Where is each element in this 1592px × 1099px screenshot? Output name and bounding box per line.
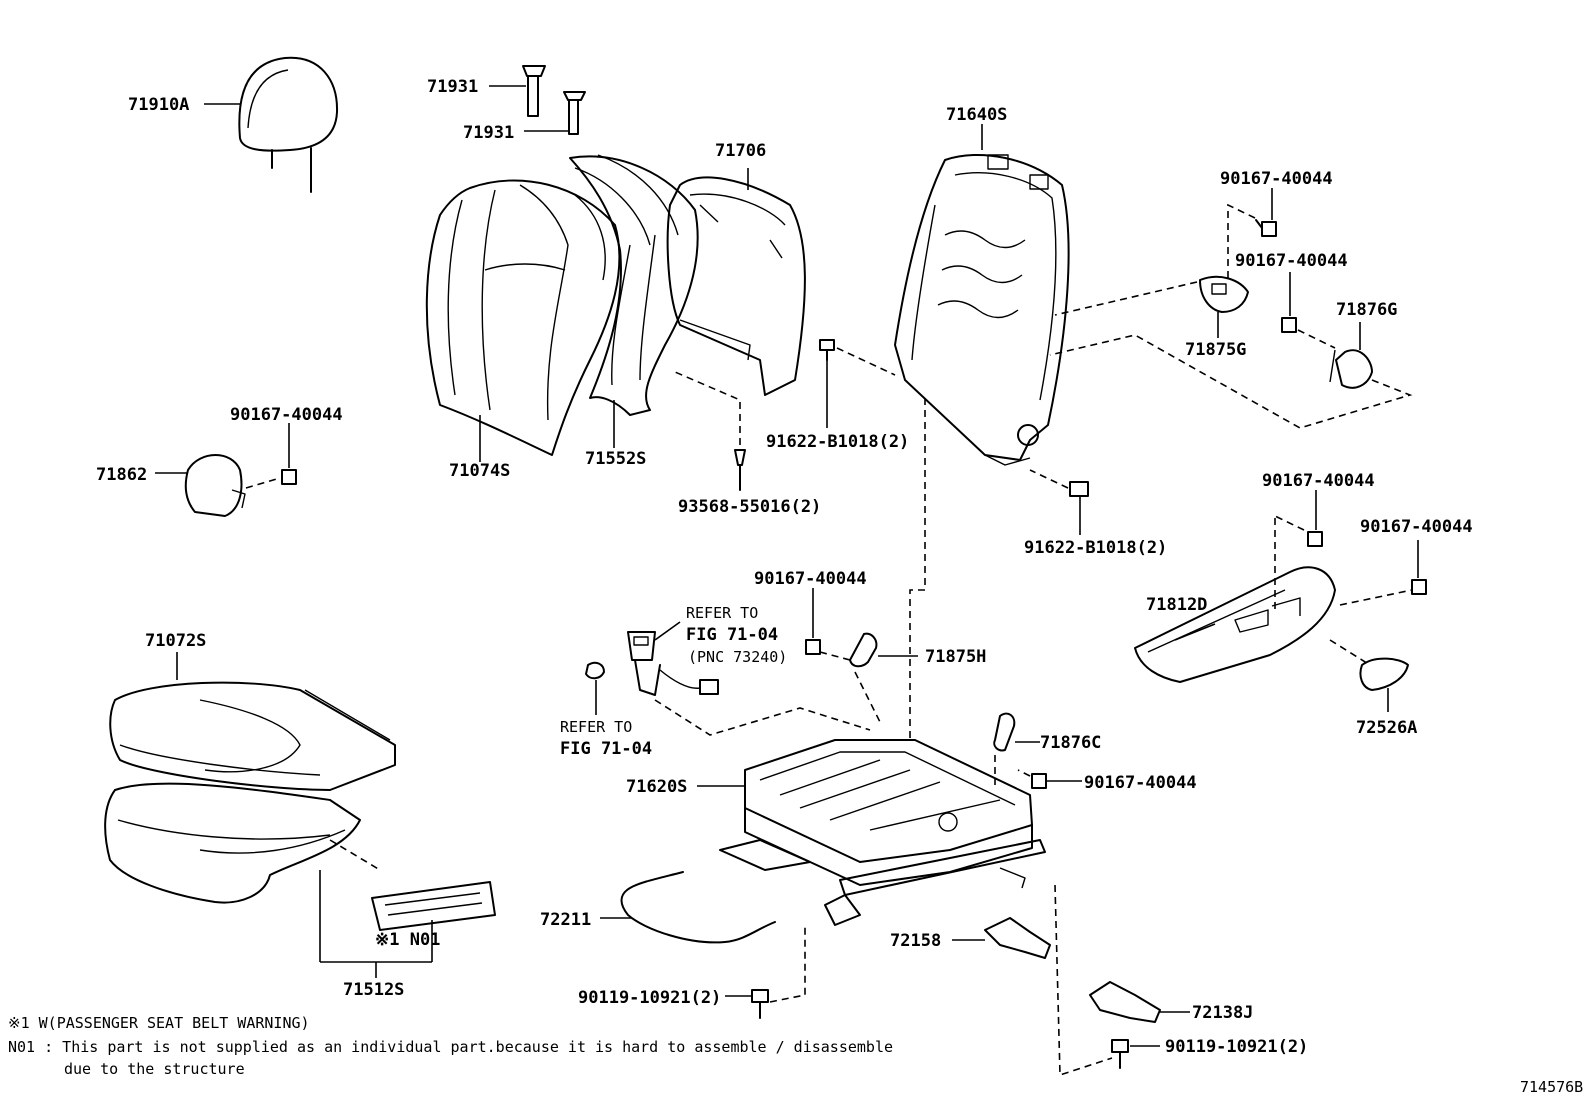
- label-71876C: 71876C: [1040, 733, 1101, 753]
- screw-90167-b-drawing: [1281, 272, 1336, 349]
- bolt-91622-right-drawing: [1029, 469, 1089, 535]
- cushion-pad-drawing: [104, 782, 496, 978]
- back-board-drawing: [666, 168, 806, 396]
- label-n01-mark: ※1 N01: [375, 930, 440, 950]
- refer-71-04-b-line1: REFER TO: [560, 718, 632, 736]
- cover-71876G-drawing: [1049, 322, 1413, 429]
- bolt-90119-b-drawing: [1054, 884, 1160, 1077]
- refer-71-04-line3: (PNC 73240): [688, 648, 787, 666]
- refer-71-04-line1: REFER TO: [686, 604, 758, 622]
- label-93568-55016: 93568-55016(2): [678, 497, 821, 517]
- label-71910A: 71910A: [128, 95, 189, 115]
- label-71876G: 71876G: [1336, 300, 1397, 320]
- bolt-91622-left-drawing: [819, 339, 896, 428]
- bracket-72138J-drawing: [1089, 981, 1190, 1023]
- bracket-71876C-drawing: [993, 712, 1082, 789]
- label-90119-10921-a: 90119-10921(2): [578, 988, 721, 1008]
- label-90167-40044-b: 90167-40044: [1235, 251, 1348, 271]
- label-71620S: 71620S: [626, 777, 687, 797]
- label-90167-40044-d: 90167-40044: [1262, 471, 1375, 491]
- label-71875G: 71875G: [1185, 340, 1246, 360]
- label-71931-b: 71931: [463, 123, 514, 143]
- label-71072S: 71072S: [145, 631, 206, 651]
- label-90167-40044-f: 90167-40044: [754, 569, 867, 589]
- label-71706: 71706: [715, 141, 766, 161]
- recliner-cover-71862-drawing: [155, 423, 297, 517]
- label-90167-40044-e: 90167-40044: [1360, 517, 1473, 537]
- label-72158: 72158: [890, 931, 941, 951]
- seat-belt-buckle-drawing: [585, 621, 871, 736]
- wire-72211-drawing: [600, 871, 776, 944]
- note-passenger-belt-warning: ※1 W(PASSENGER SEAT BELT WARNING): [8, 1014, 310, 1032]
- label-71931-a: 71931: [427, 77, 478, 97]
- label-71812D: 71812D: [1146, 595, 1207, 615]
- label-91622-B1018-b: 91622-B1018(2): [1024, 538, 1167, 558]
- label-90119-10921-b: 90119-10921(2): [1165, 1037, 1308, 1057]
- note-n01-description-cont: due to the structure: [64, 1060, 245, 1078]
- refer-71-04-b-line2: FIG 71-04: [560, 739, 652, 759]
- label-71875H: 71875H: [925, 647, 986, 667]
- label-72138J: 72138J: [1192, 1003, 1253, 1023]
- headrest-drawing: [204, 56, 339, 193]
- seatback-pad-drawing: [569, 154, 699, 448]
- knob-72526A-drawing: [1359, 657, 1409, 712]
- refer-71-04-line2: FIG 71-04: [686, 625, 778, 645]
- label-71512S: 71512S: [343, 980, 404, 1000]
- screw-90167-d-drawing: [1274, 490, 1323, 547]
- label-90167-40044-c: 90167-40044: [230, 405, 343, 425]
- label-90167-40044-a: 90167-40044: [1220, 169, 1333, 189]
- seatback-frame-drawing: [894, 124, 1070, 466]
- bracket-72158-drawing: [952, 917, 1051, 959]
- note-n01-description: N01 : This part is not supplied as an in…: [8, 1038, 893, 1056]
- headrest-support-drawing: [489, 65, 586, 135]
- cushion-cover-71072S-drawing: [109, 652, 396, 791]
- label-72211: 72211: [540, 910, 591, 930]
- label-71552S: 71552S: [585, 449, 646, 469]
- label-71862: 71862: [96, 465, 147, 485]
- label-90167-40044-g: 90167-40044: [1084, 773, 1197, 793]
- seatback-cover-drawing: [425, 179, 621, 462]
- label-71074S: 71074S: [449, 461, 510, 481]
- screw-90167-a-drawing: [1227, 188, 1277, 282]
- bolt-90119-a-drawing: [725, 925, 806, 1019]
- cover-71875G-drawing: [1054, 275, 1249, 338]
- label-71640S: 71640S: [946, 105, 1007, 125]
- clip-93568-drawing: [674, 371, 746, 491]
- side-shield-71812D-drawing: [1134, 518, 1413, 683]
- diagram-id: 714576B: [1520, 1078, 1583, 1096]
- label-72526A: 72526A: [1356, 718, 1417, 738]
- bracket-71875H-drawing: [805, 588, 918, 723]
- label-91622-B1018-a: 91622-B1018(2): [766, 432, 909, 452]
- screw-90167-e-drawing: [1411, 540, 1427, 595]
- seat-adjuster-71620S-drawing: [697, 739, 1046, 926]
